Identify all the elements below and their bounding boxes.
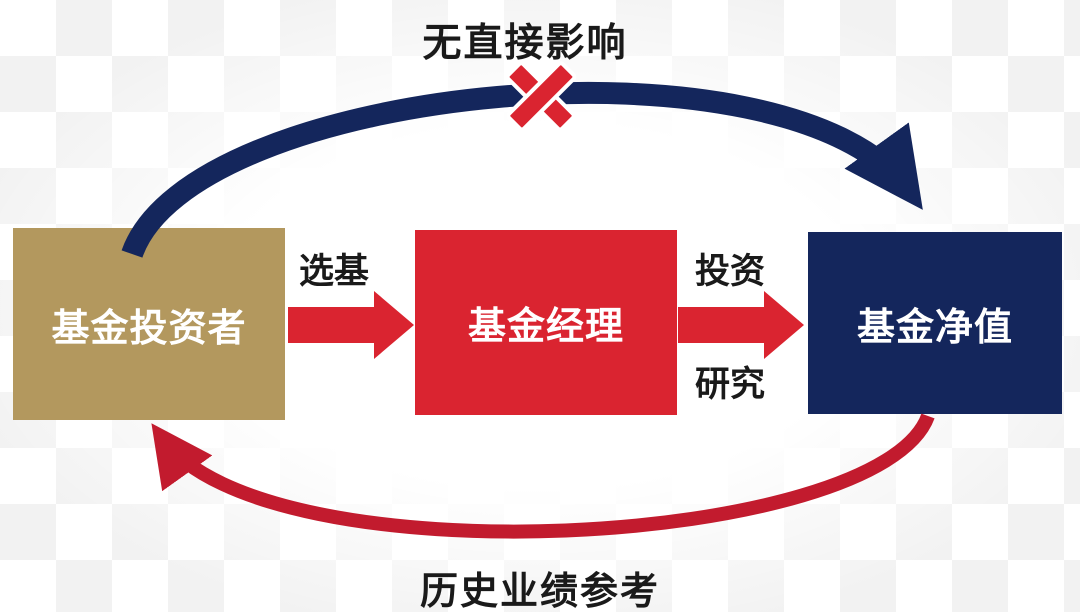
node-fund-investor: 基金投资者 (13, 228, 285, 420)
edge-label-research: 研究 (694, 365, 765, 404)
node-fund-nav: 基金净值 (808, 232, 1062, 414)
label-history-reference: 历史业绩参考 (419, 571, 660, 612)
edge-label-invest: 投资 (694, 252, 765, 291)
node-fund-manager-label: 基金经理 (467, 306, 624, 348)
label-no-direct-influence: 无直接影响 (422, 22, 628, 65)
edge-label-select-fund: 选基 (298, 252, 369, 291)
node-fund-investor-label: 基金投资者 (51, 307, 247, 350)
node-fund-manager: 基金经理 (415, 230, 677, 415)
node-fund-nav-label: 基金净值 (856, 306, 1013, 349)
